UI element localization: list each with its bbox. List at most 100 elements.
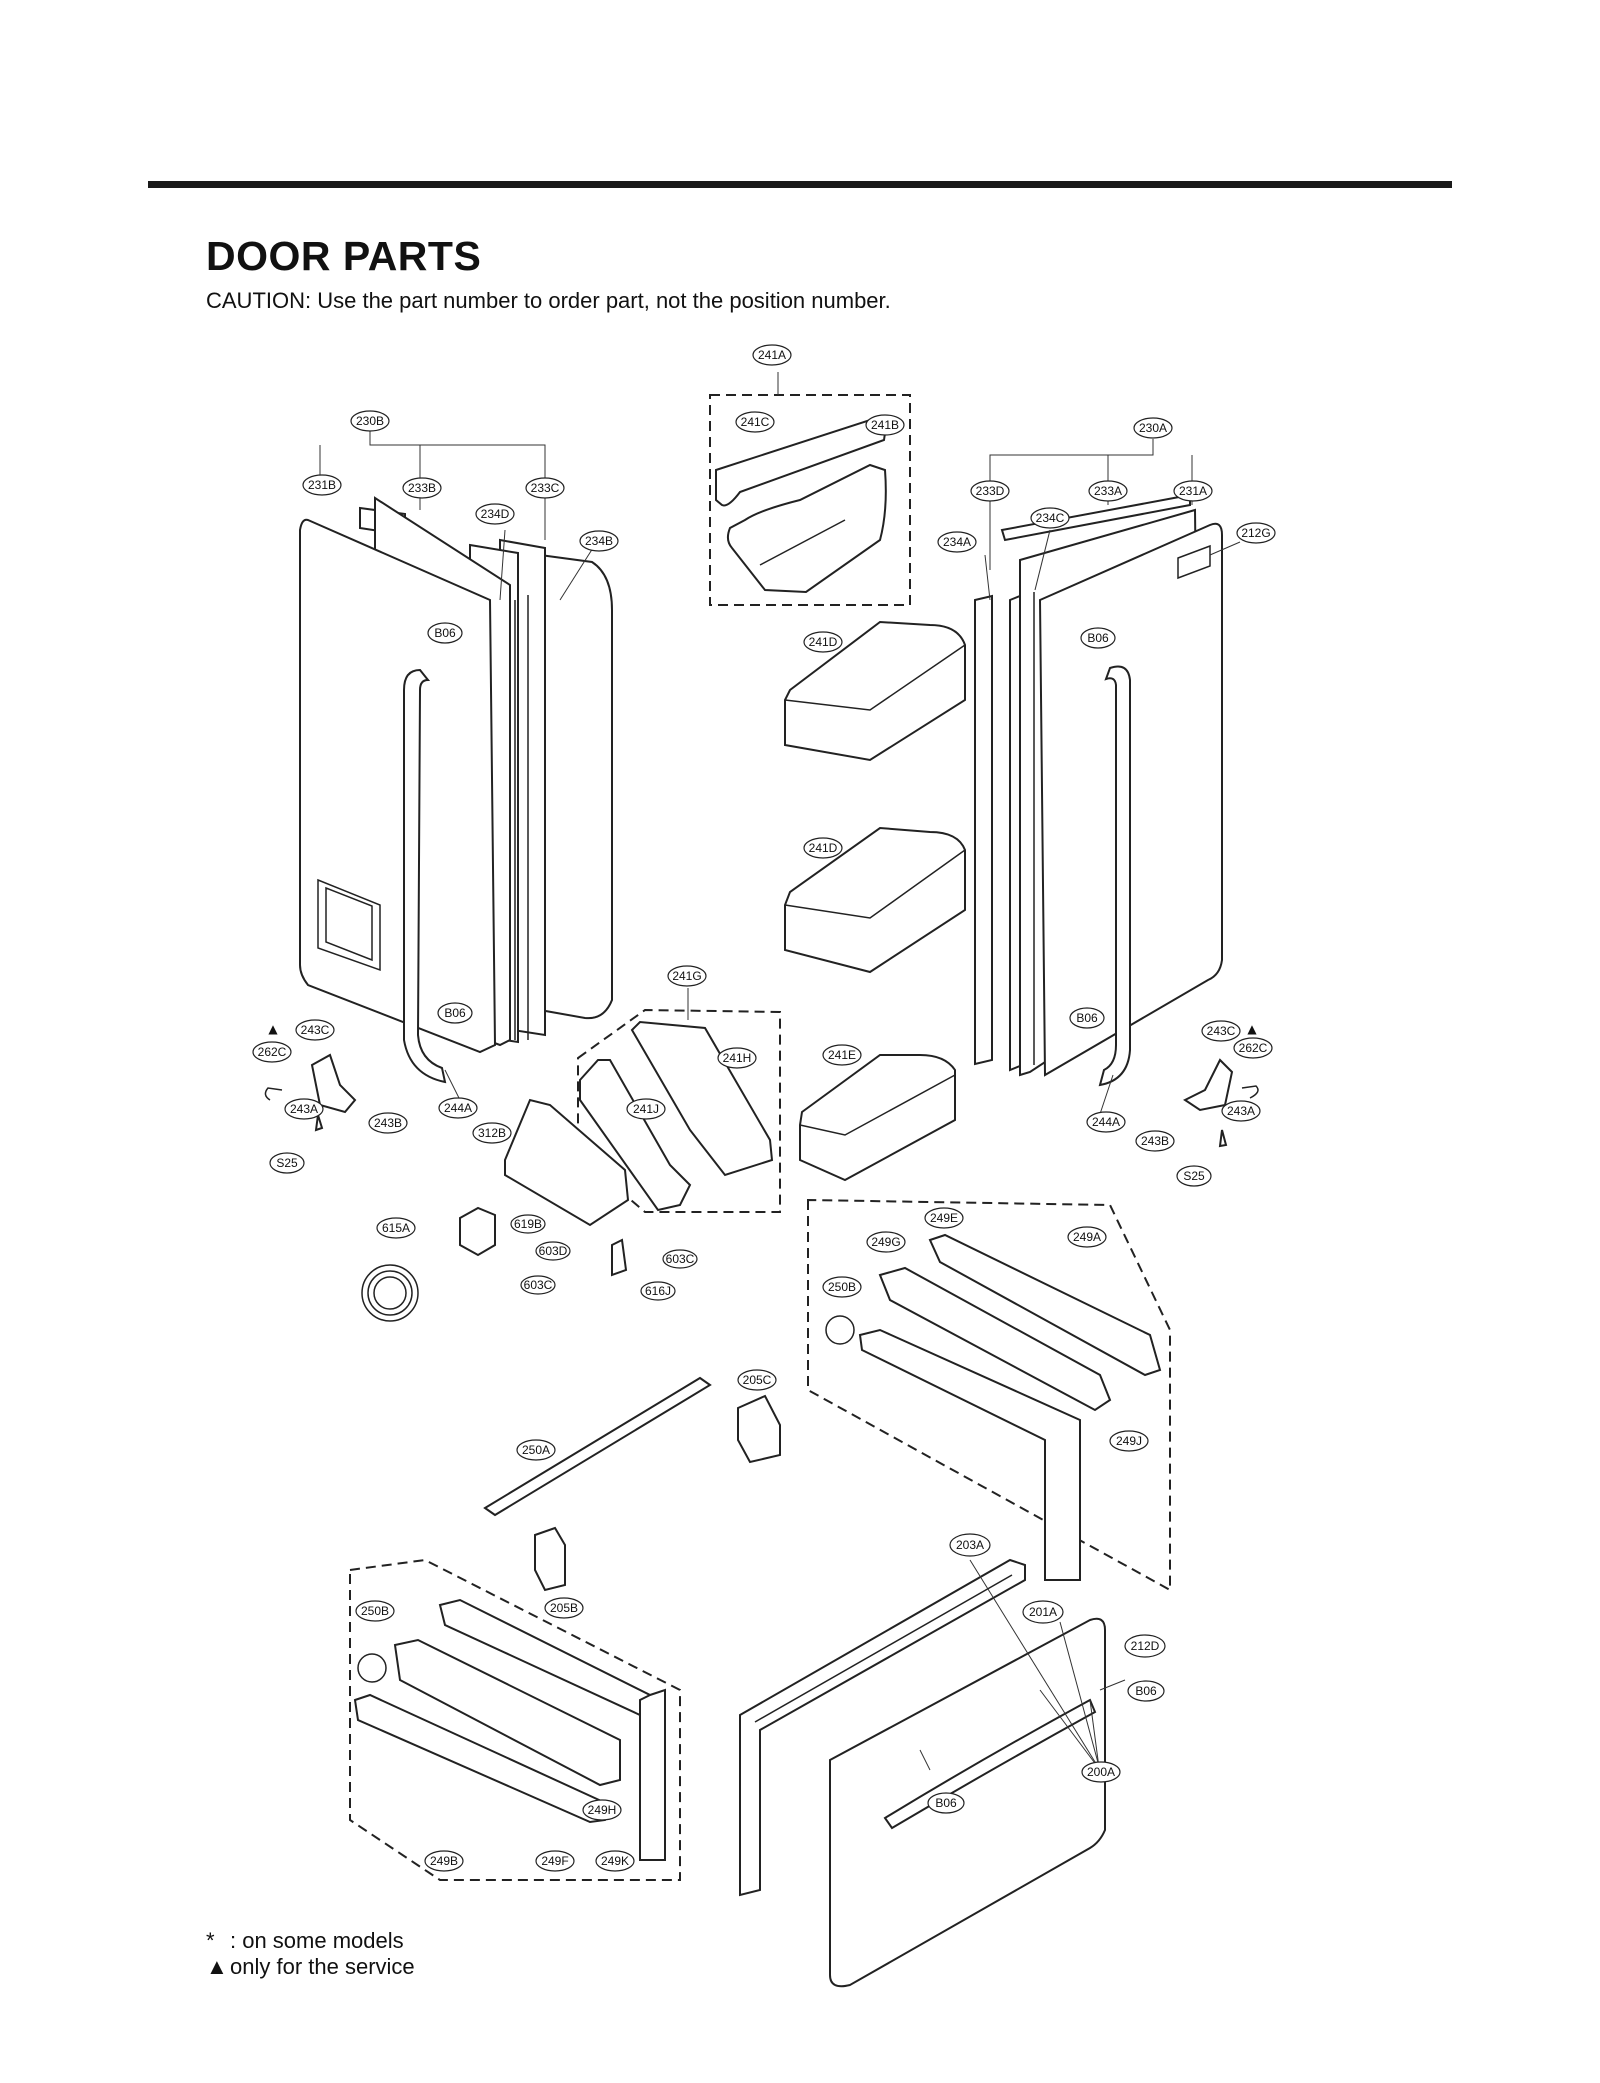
svg-text:312B: 312B [478,1126,506,1140]
callout-243C-left: 243C [295,1019,335,1041]
svg-text:231A: 231A [1179,484,1207,498]
callout-241B: 241B [865,414,905,436]
callout-249F: 249F [535,1850,575,1872]
svg-text:B06: B06 [1076,1011,1098,1025]
callout-203A: 203A [949,1533,991,1557]
callout-205B: 205B [544,1597,584,1619]
water-fittings [361,1098,630,1322]
svg-text:212D: 212D [1131,1639,1160,1653]
svg-text:234D: 234D [481,507,510,521]
callout-312B: 312B [472,1122,512,1144]
callout-250B-upper: 250B [822,1276,862,1298]
callout-244A-right: 244A [1086,1111,1126,1133]
callout-231B: 231B [302,474,342,496]
callout-230B: 230B [350,410,390,432]
callout-250B-lower: 250B [355,1600,395,1622]
svg-text:249K: 249K [601,1854,629,1868]
rail-group-249B [349,1558,681,1881]
svg-text:S25: S25 [1183,1169,1205,1183]
callout-233D: 233D [970,480,1010,502]
svg-text:249F: 249F [541,1854,568,1868]
svg-text:249G: 249G [871,1235,900,1249]
service-marker-left: ▲ [268,1022,278,1036]
header-rule [148,181,1452,188]
callout-603C-right: 603C [662,1249,698,1269]
callout-241J: 241J [626,1098,666,1120]
callout-205C: 205C [737,1369,777,1391]
svg-text:230A: 230A [1139,421,1167,435]
svg-text:203A: 203A [956,1538,984,1552]
svg-text:230B: 230B [356,414,384,428]
svg-text:250B: 250B [828,1280,856,1294]
svg-text:241H: 241H [723,1051,752,1065]
right-door [974,493,1223,1087]
callout-249A: 249A [1067,1226,1107,1248]
callout-200A: 200A [1081,1761,1121,1783]
callout-262C-left: 262C [252,1041,292,1063]
svg-text:241D: 241D [809,635,838,649]
callout-234D: 234D [475,503,515,525]
svg-text:B06: B06 [434,626,456,640]
callout-212G: 212G [1236,522,1276,544]
callout-244A-left: 244A [438,1097,478,1119]
svg-text:233B: 233B [408,481,436,495]
svg-text:603C: 603C [666,1252,695,1266]
svg-text:603D: 603D [539,1244,568,1258]
svg-text:249B: 249B [430,1854,458,1868]
callout-249K: 249K [595,1850,635,1872]
svg-text:233C: 233C [531,481,560,495]
svg-text:231B: 231B [308,478,336,492]
svg-text:B06: B06 [935,1796,957,1810]
callout-241A: 241A [752,344,792,366]
svg-text:250B: 250B [361,1604,389,1618]
callout-262C-right: 262C [1233,1037,1273,1059]
callout-615A: 615A [376,1217,416,1239]
svg-text:249A: 249A [1073,1230,1101,1244]
svg-text:233D: 233D [976,484,1005,498]
svg-text:603C: 603C [524,1278,553,1292]
legend-service-text: only for the service [230,1954,415,1979]
svg-text:243C: 243C [1207,1024,1236,1038]
svg-text:244A: 244A [444,1101,472,1115]
callout-B06-drawer-right: B06 [1127,1680,1165,1702]
callout-B06-left-top: B06 [427,622,463,644]
callout-241H: 241H [717,1047,757,1069]
svg-text:616J: 616J [645,1284,671,1298]
basket-group-241A [709,394,911,606]
svg-text:B06: B06 [1135,1684,1157,1698]
svg-text:241J: 241J [633,1102,659,1116]
callout-B06-left-bottom: B06 [437,1002,473,1024]
svg-text:234A: 234A [943,535,971,549]
callout-243B-left: 243B [368,1112,408,1134]
callout-249H: 249H [582,1799,622,1821]
callout-230A: 230A [1133,417,1173,439]
callout-233C: 233C [525,477,565,499]
svg-text:241G: 241G [672,969,701,983]
svg-text:233A: 233A [1094,484,1122,498]
service-marker-right: ▲ [1247,1022,1257,1036]
callout-241E: 241E [822,1044,862,1066]
callout-S25-right: S25 [1176,1165,1212,1187]
callout-212D: 212D [1124,1634,1166,1658]
page-title: DOOR PARTS [206,233,482,279]
svg-text:212G: 212G [1241,526,1270,540]
svg-text:205B: 205B [550,1601,578,1615]
svg-text:241E: 241E [828,1048,856,1062]
svg-text:243A: 243A [1227,1104,1255,1118]
svg-text:S25: S25 [276,1156,298,1170]
svg-text:201A: 201A [1029,1605,1057,1619]
svg-text:249E: 249E [930,1211,958,1225]
asterisk-symbol: * [206,1928,215,1953]
svg-text:243C: 243C [301,1023,330,1037]
svg-text:241B: 241B [871,418,899,432]
bottom-drawer [739,1558,1106,1988]
callout-S25-left: S25 [269,1152,305,1174]
svg-text:234B: 234B [585,534,613,548]
callout-250A: 250A [516,1439,556,1461]
door-bins-241D [784,620,966,974]
callout-231A: 231A [1173,480,1213,502]
svg-text:262C: 262C [258,1045,287,1059]
callouts: 241A 241C 241B 230B 231B 233B 233C 234D … [252,344,1276,1872]
svg-text:243B: 243B [374,1116,402,1130]
callout-234A: 234A [937,531,977,553]
